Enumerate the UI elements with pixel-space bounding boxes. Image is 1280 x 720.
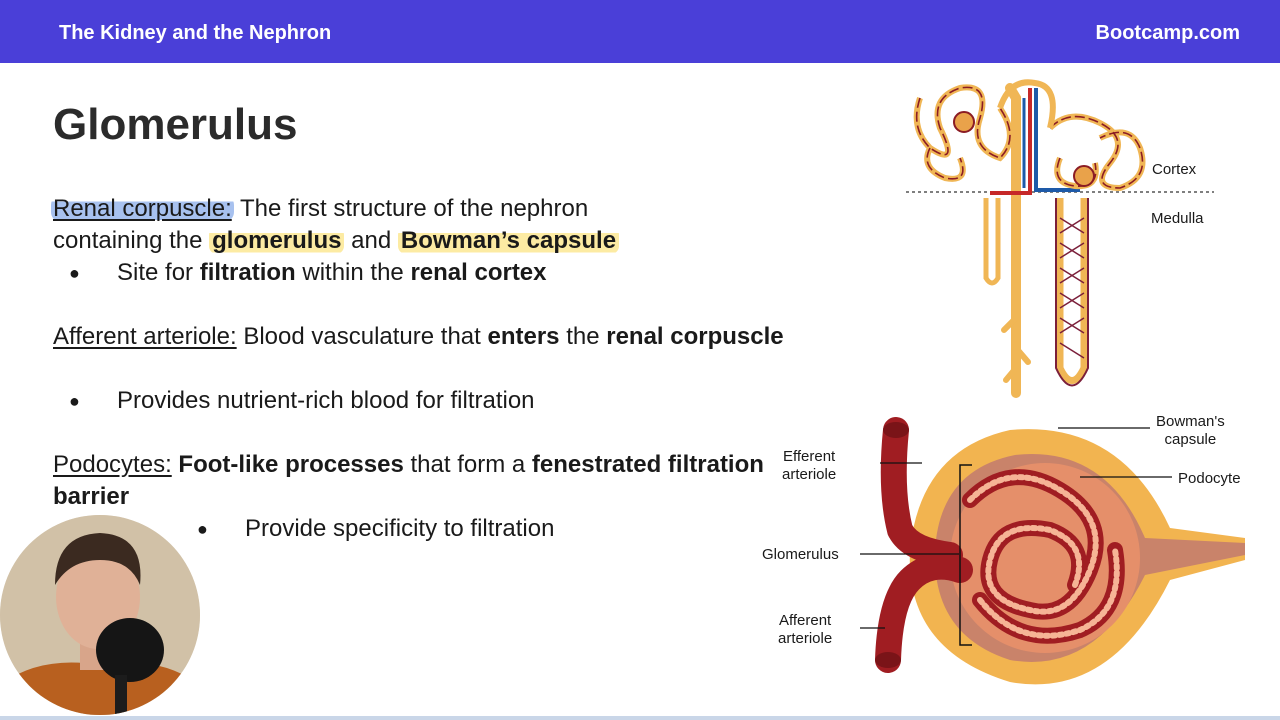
bullet-text: Site for filtration within the renal cor… [117, 259, 547, 286]
keyword-foot-like-processes: Foot-like processes [178, 451, 404, 478]
definition-renal-corpuscle: Renal corpuscle: The first structure of … [51, 193, 793, 257]
lesson-topic: The Kidney and the Nephron [59, 22, 332, 44]
slide-title: Glomerulus [53, 100, 298, 149]
brand-name: Bootcamp.com [1095, 22, 1240, 44]
renal-corpuscle-illustration [860, 417, 1245, 685]
label-glomerulus: Glomerulus [762, 546, 839, 563]
bullet-dot: ● [197, 519, 208, 539]
presenter-video-frame [0, 515, 200, 715]
term-afferent-arteriole: Afferent arteriole: [53, 323, 237, 350]
keyword-fenestrated-barrier: fenestrated filtration barrier [53, 451, 764, 510]
bullet-dot: ● [69, 391, 80, 411]
term-renal-corpuscle: Renal corpuscle: [51, 195, 234, 222]
definition-text: that form a [403, 451, 532, 478]
bullet-text: Provide specificity to filtration [245, 515, 555, 542]
keyword-bowmans-capsule: Bowman’s capsule [397, 227, 620, 254]
definition-podocytes: Podocytes: Foot-like processes that form… [53, 449, 793, 513]
definition-text: Blood vasculature that [236, 323, 488, 350]
label-cortex: Cortex [1152, 161, 1197, 178]
progress-bar-track [0, 716, 1280, 720]
definition-text: the [559, 323, 607, 350]
definition-afferent-arteriole: Afferent arteriole: Blood vasculature th… [53, 321, 793, 353]
label-medulla: Medulla [1151, 210, 1204, 227]
nephron-illustration [906, 79, 1214, 398]
header-bar: The Kidney and the Nephron Bootcamp.com [0, 0, 1280, 63]
keyword-enters: enters [487, 323, 560, 350]
definition-text: containing the [53, 227, 210, 254]
term-podocytes: Podocytes: [53, 451, 172, 478]
bullet-dot: ● [69, 263, 80, 283]
keyword-glomerulus: glomerulus [209, 227, 345, 254]
definition-text: and [344, 227, 398, 254]
presenter-webcam [0, 515, 200, 720]
label-podocyte: Podocyte [1178, 470, 1241, 487]
keyword-renal-corpuscle: renal corpuscle [606, 323, 784, 350]
bullet-text: Provides nutrient-rich blood for filtrat… [117, 387, 535, 414]
definition-text: The first structure of the nephron [233, 195, 589, 222]
